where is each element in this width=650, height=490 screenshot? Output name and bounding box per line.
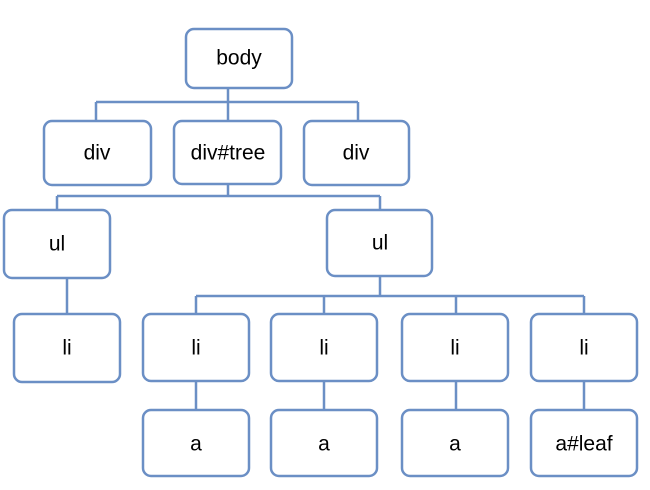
node-a-1: a — [141, 408, 251, 478]
node-div-right-label: div — [343, 142, 370, 165]
node-li-4: li — [529, 312, 639, 383]
edge-divtree-children — [55, 184, 382, 210]
edge-body-children — [94, 88, 360, 121]
node-ul-left: ul — [2, 208, 112, 280]
edge-ulright-children — [194, 276, 586, 314]
node-li-3-label: li — [450, 337, 459, 360]
node-li-2: li — [269, 312, 379, 383]
node-body: body — [184, 27, 294, 90]
node-div-tree-label: div#tree — [191, 142, 266, 165]
node-ul-right-label: ul — [372, 232, 388, 255]
node-li-1-label: li — [191, 337, 200, 360]
node-a-3: a — [400, 408, 510, 478]
node-ul-right: ul — [325, 208, 434, 278]
node-a-leaf-label: a#leaf — [555, 433, 612, 456]
node-ul-left-label: ul — [49, 233, 65, 256]
node-a-leaf: a#leaf — [529, 408, 639, 478]
node-a-2-label: a — [318, 433, 330, 456]
tree-edges — [55, 88, 586, 410]
node-div-tree: div#tree — [172, 119, 283, 186]
node-li-left-label: li — [62, 337, 71, 360]
node-li-left: li — [12, 312, 122, 384]
node-a-3-label: a — [449, 433, 461, 456]
node-li-1: li — [141, 312, 251, 383]
node-li-3: li — [400, 312, 510, 383]
node-a-1-label: a — [190, 433, 202, 456]
node-div-left-label: div — [84, 142, 111, 165]
node-body-label: body — [216, 47, 262, 70]
node-li-4-label: li — [579, 337, 588, 360]
node-div-right: div — [302, 119, 411, 187]
node-a-2: a — [269, 408, 379, 478]
node-div-left: div — [42, 119, 153, 187]
node-li-2-label: li — [319, 337, 328, 360]
